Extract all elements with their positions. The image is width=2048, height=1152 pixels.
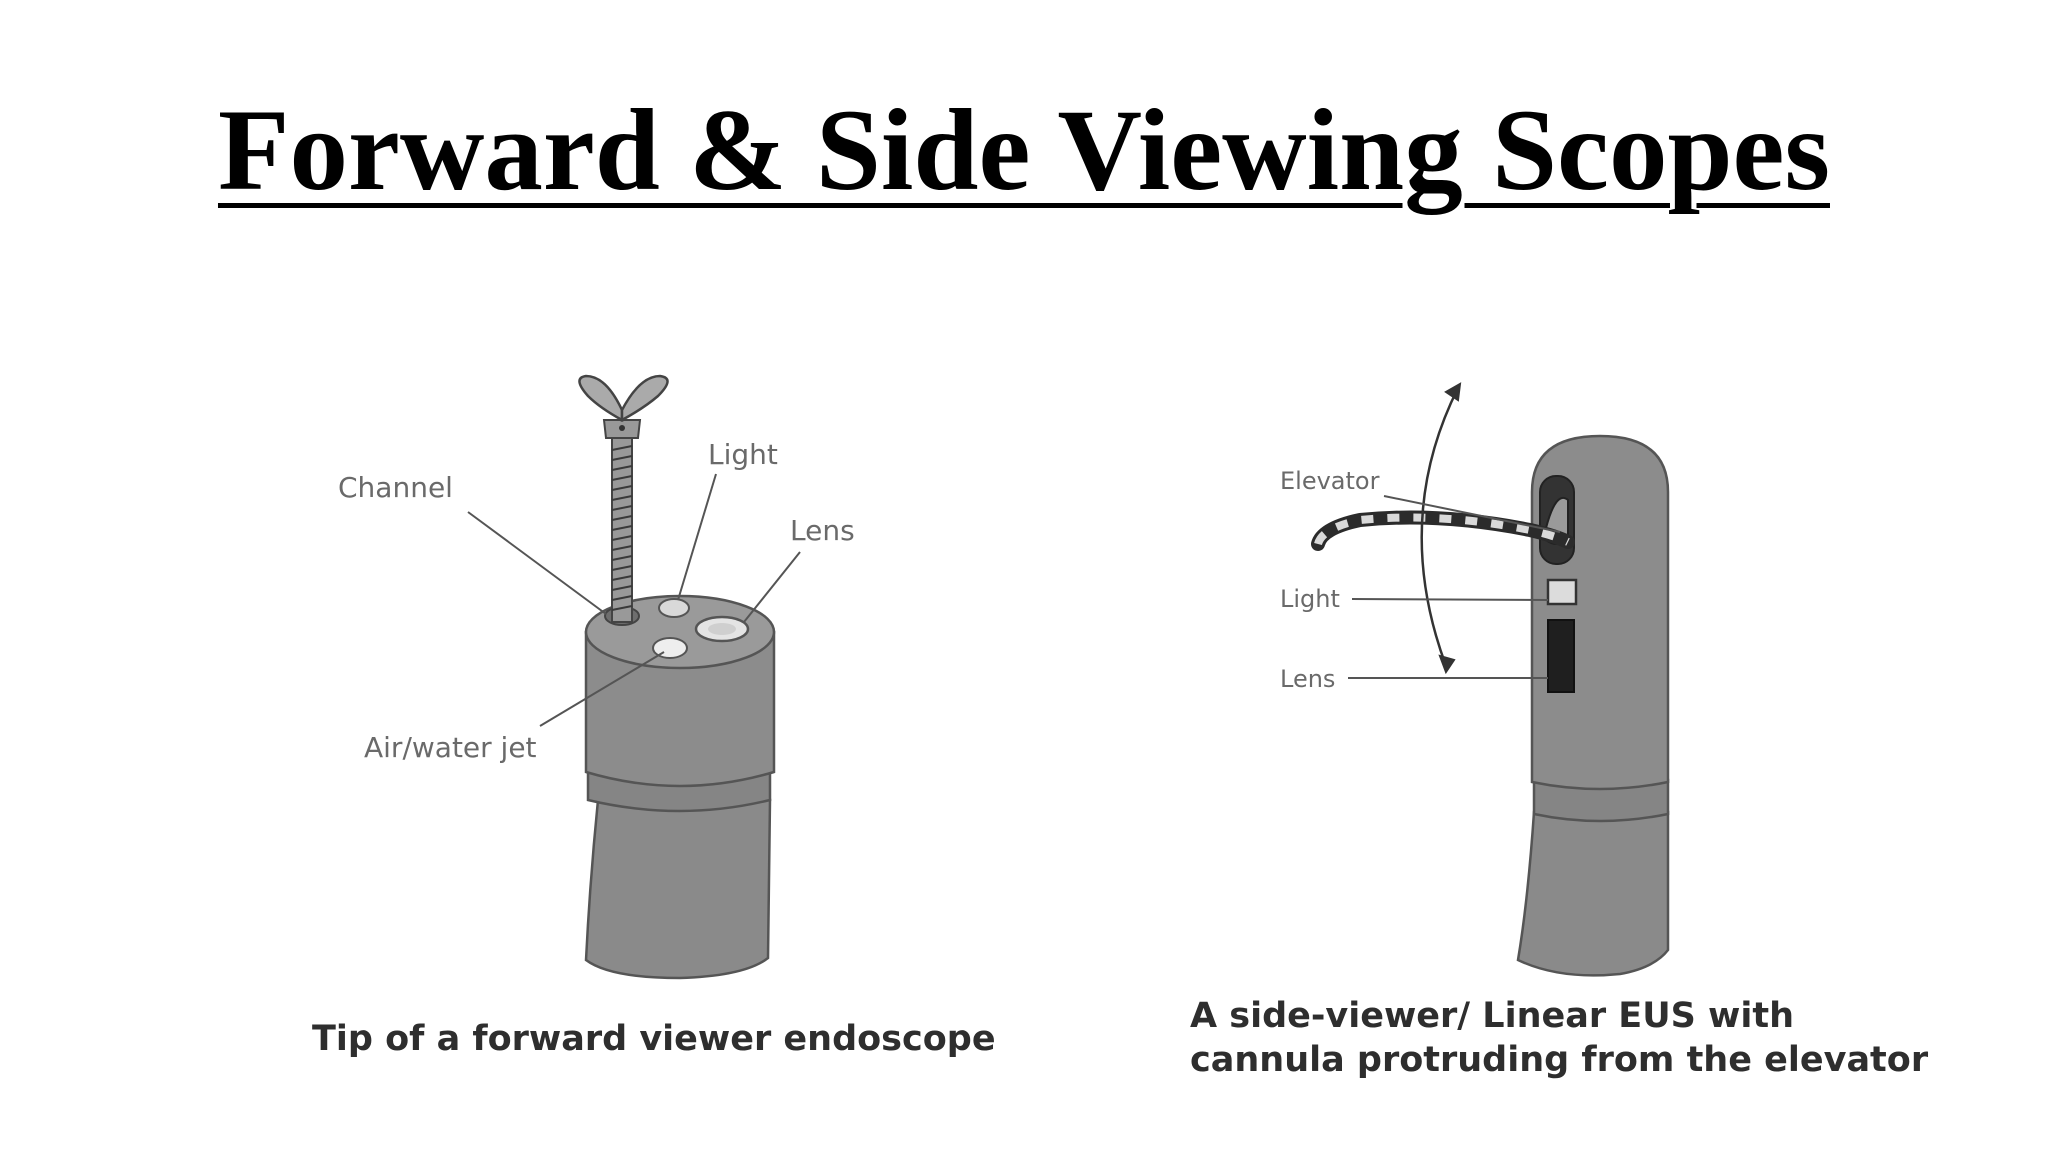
forward-leader-lines (467, 473, 801, 727)
side-light-window (1546, 578, 1578, 606)
label-lens: Lens (790, 514, 855, 547)
forward-instrument-thread (611, 445, 633, 611)
forward-scope-shaft (584, 798, 772, 980)
label-side-light: Light (1280, 585, 1340, 613)
label-elevator: Elevator (1280, 467, 1380, 495)
label-channel: Channel (338, 471, 453, 504)
forward-lens-inner (708, 623, 736, 635)
side-viewer-caption: A side-viewer/ Linear EUS with cannula p… (1190, 994, 1928, 1082)
forward-instrument-handle (578, 374, 669, 439)
side-viewer-diagram: Elevator Light Lens (1280, 382, 1670, 977)
side-deflection-arrow-top (1444, 382, 1462, 402)
label-light: Light (708, 438, 778, 471)
side-scope-collar (1532, 778, 1670, 823)
side-leader-lines (1348, 495, 1561, 679)
side-viewer-caption-line1: A side-viewer/ Linear EUS with (1190, 996, 1794, 1036)
side-deflection-arrow-bottom (1438, 654, 1456, 675)
label-air-water-jet: Air/water jet (364, 731, 537, 764)
forward-viewer-diagram: Channel Light Lens Air/water jet (338, 374, 855, 980)
side-cannula-markings (1314, 513, 1570, 546)
side-lens-window (1547, 619, 1575, 693)
slide-title-text: Forward & Side Viewing Scopes (217, 86, 1830, 215)
side-viewer-caption-line2: cannula protruding from the elevator (1190, 1040, 1929, 1080)
forward-light-port (658, 598, 690, 618)
label-side-lens: Lens (1280, 665, 1335, 693)
forward-viewer-caption: Tip of a forward viewer endoscope (312, 1019, 996, 1059)
side-scope-shaft (1516, 810, 1670, 977)
slide-title: Forward & Side Viewing Scopes (0, 92, 2048, 209)
side-deflection-arc (1420, 387, 1460, 667)
